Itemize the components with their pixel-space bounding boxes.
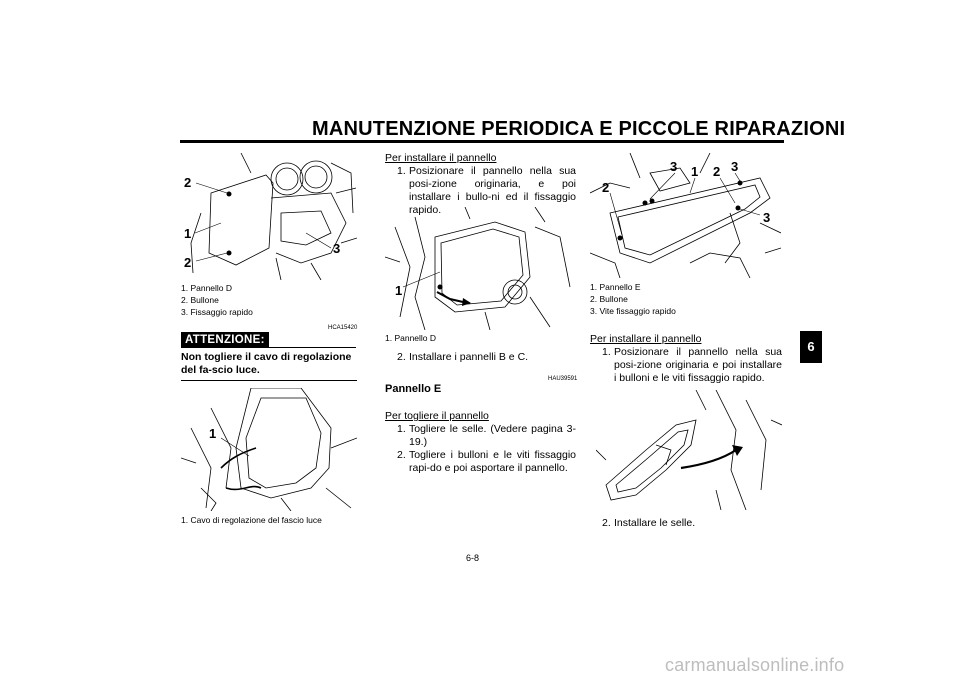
- step-text: Togliere le selle. (Vedere pagina 3-19.): [409, 423, 576, 448]
- watermark: carmanualsonline.info: [665, 655, 845, 675]
- legend-item: 3. Fissaggio rapido: [181, 307, 253, 317]
- callout-3: 3: [763, 210, 771, 225]
- callout-3: 3: [670, 159, 678, 174]
- step-number: 2.: [602, 517, 611, 529]
- figure-legend: 1. Pannello E 2. Bullone 3. Vite fissagg…: [590, 281, 676, 317]
- legend-item: 3. Vite fissaggio rapido: [590, 306, 676, 316]
- title-rule: [180, 140, 784, 143]
- list-item: 2. Installare i pannelli B e C.: [397, 351, 576, 364]
- install-heading: Per installare il pannello: [590, 333, 702, 345]
- step-number: 1.: [397, 165, 406, 177]
- figure-beam-cable: 1: [181, 388, 357, 511]
- legend-item: 1. Pannello D: [181, 283, 233, 293]
- caution-bottom-rule: [181, 380, 357, 381]
- figure-legend: 1. Pannello D: [385, 332, 436, 344]
- step-number: 2.: [397, 449, 406, 461]
- remove-heading: Per togliere il pannello: [385, 410, 489, 422]
- callout-1: 1: [209, 426, 217, 441]
- section-heading: Pannello E: [385, 383, 442, 395]
- figure-panel-d: 2 1 2 3: [181, 153, 357, 280]
- caution-code: HCA15420: [328, 325, 358, 331]
- callout-2: 2: [602, 180, 610, 195]
- legend-item: 1. Pannello E: [590, 282, 641, 292]
- chapter-tab: 6: [800, 331, 822, 363]
- list-item: 1. Posizionare il pannello nella sua pos…: [397, 165, 576, 217]
- step-text: Posizionare il pannello nella sua posi-z…: [614, 346, 782, 384]
- callout-1: 1: [184, 226, 192, 241]
- legend-item: 2. Bullone: [590, 294, 628, 304]
- install-heading: Per installare il pannello: [385, 152, 497, 164]
- step-text: Togliere i bulloni e le viti fissaggio r…: [409, 449, 576, 474]
- step-text: Installare i pannelli B e C.: [409, 351, 529, 363]
- step-number: 1.: [397, 423, 406, 435]
- figure-legend: 1. Cavo di regolazione del fascio luce: [181, 514, 322, 526]
- callout-1: 1: [691, 164, 699, 179]
- callout-2: 2: [713, 164, 721, 179]
- step-number: 1.: [602, 346, 611, 358]
- callout-2-top: 2: [184, 175, 192, 190]
- figure-panel-d-install: 1: [385, 207, 576, 330]
- caution-rule: [268, 347, 356, 348]
- page-title: MANUTENZIONE PERIODICA E PICCOLE RIPARAZ…: [312, 118, 846, 140]
- caution-label: ATTENZIONE:: [181, 332, 269, 348]
- legend-item: 1. Cavo di regolazione del fascio luce: [181, 515, 322, 525]
- figure-legend: 1. Pannello D 2. Bullone 3. Fissaggio ra…: [181, 282, 253, 318]
- callout-2-bottom: 2: [184, 255, 192, 270]
- figure-panel-e: 3 1 2 3 2 3: [590, 153, 781, 278]
- step-text: Installare le selle.: [614, 517, 696, 529]
- callout-3: 3: [731, 159, 739, 174]
- callout-3: 3: [333, 241, 341, 256]
- figure-panel-e-install: [596, 390, 782, 510]
- section-code: HAU39591: [548, 376, 578, 382]
- list-item: 2. Togliere i bulloni e le viti fissaggi…: [397, 449, 576, 475]
- step-text: Posizionare il pannello nella sua posi-z…: [409, 165, 576, 216]
- legend-item: 2. Bullone: [181, 295, 219, 305]
- page-number: 6-8: [466, 553, 480, 563]
- list-item: 1. Posizionare il pannello nella sua pos…: [602, 346, 782, 385]
- legend-item: 1. Pannello D: [385, 333, 437, 343]
- callout-1: 1: [395, 283, 403, 298]
- list-item: 1. Togliere le selle. (Vedere pagina 3-1…: [397, 423, 576, 449]
- list-item: 2. Installare le selle.: [602, 517, 782, 530]
- caution-text: Non togliere il cavo di regolazione del …: [181, 351, 352, 376]
- step-number: 2.: [397, 351, 406, 363]
